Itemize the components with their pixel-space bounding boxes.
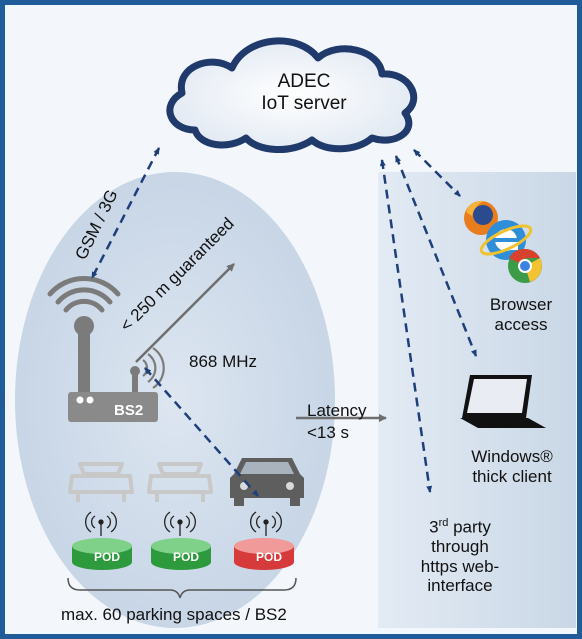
third-party-line1: 3rd party	[405, 517, 515, 537]
laptop-icon	[460, 375, 546, 428]
pod-label-3: POD	[255, 550, 282, 564]
latency-label-line2: <13 s	[307, 422, 350, 442]
third-party-superscript: rd	[438, 517, 449, 529]
car-icon	[68, 462, 134, 502]
windows-label: Windows® thick client	[447, 447, 577, 486]
third-party-line4: interface	[427, 576, 493, 596]
pod-sensor-2	[151, 538, 211, 570]
cloud-icon	[166, 37, 418, 154]
cloud-label: ADEC IoT server	[239, 71, 369, 115]
router-icon	[68, 316, 158, 422]
latency-label-line1: Latency	[307, 401, 367, 420]
windows-label-line2: thick client	[472, 466, 552, 486]
pod-sensor-1	[72, 538, 132, 570]
pod-label-1: POD	[93, 550, 120, 564]
pod-label-2: POD	[172, 550, 199, 564]
range-arrow	[135, 263, 235, 363]
gsm-link	[90, 147, 161, 279]
bracket	[67, 577, 297, 599]
windows-label-line1: Windows®	[471, 447, 553, 466]
third-party-line2: through	[431, 537, 489, 557]
cloud-label-line1: ADEC	[277, 71, 331, 92]
chrome-icon	[508, 248, 542, 283]
browser-label: Browser access	[471, 295, 571, 334]
radio-link	[144, 367, 259, 497]
third-party-line3: https web-	[420, 556, 500, 576]
sensor-icon	[85, 511, 117, 536]
wifi-icon	[47, 275, 121, 313]
third-party-prefix: 3	[429, 517, 439, 537]
cloud-label-line2: IoT server	[261, 92, 347, 114]
footer-caption: max. 60 parking spaces / BS2	[61, 605, 287, 624]
radio-label: 868 MHz	[189, 352, 258, 371]
browser-label-line1: Browser	[489, 295, 553, 314]
windows-link	[394, 155, 478, 357]
pod-sensor-3	[234, 538, 294, 570]
third-party-label: 3rd party through https web- interface	[405, 517, 515, 596]
third-party-suffix: party	[448, 517, 491, 537]
diagram-canvas	[15, 37, 576, 628]
ie-icon	[479, 220, 533, 260]
bs2-label: BS2	[114, 402, 144, 419]
browser-label-line2: access	[494, 314, 548, 334]
sensor-icon	[164, 511, 196, 536]
sensor-icon	[250, 511, 282, 536]
latency-label: Latency <13 s	[307, 401, 367, 442]
browser-link	[413, 149, 461, 197]
